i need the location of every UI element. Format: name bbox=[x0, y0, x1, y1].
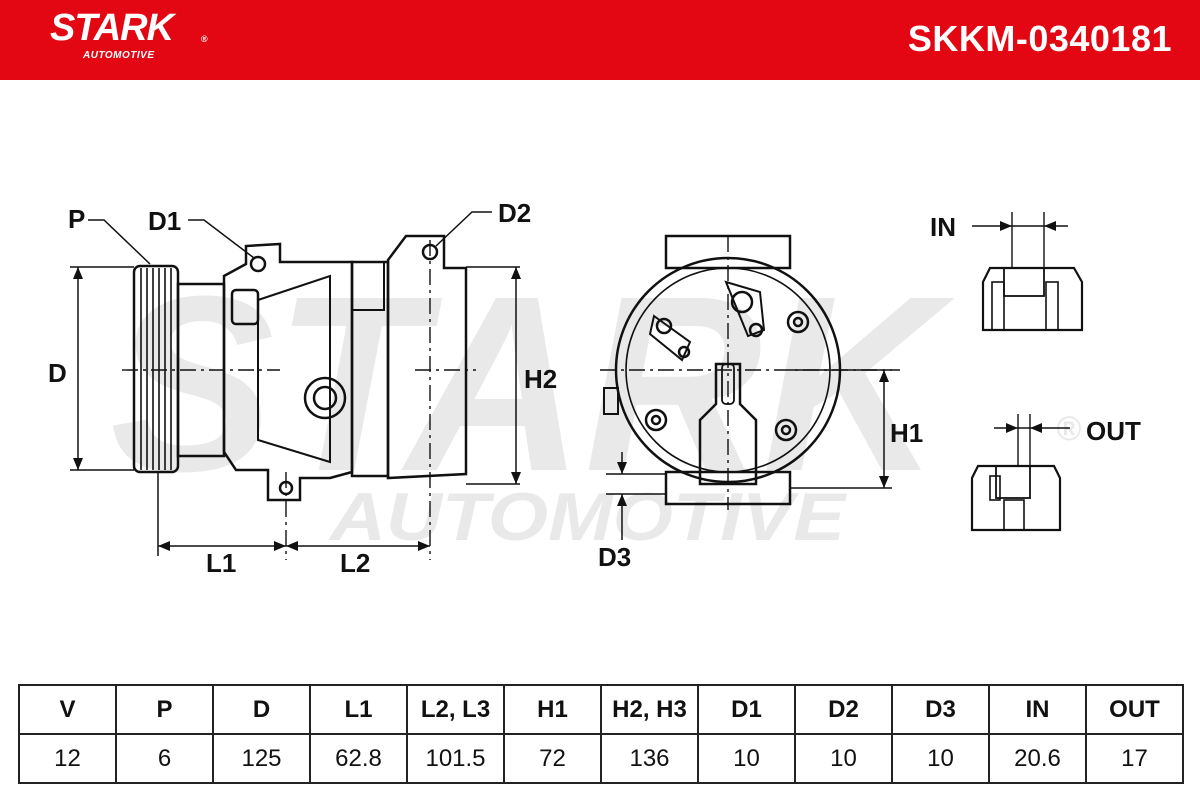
brand-subtitle: AUTOMOTIVE bbox=[83, 50, 155, 61]
front-center-lines bbox=[600, 236, 900, 510]
label-l2: L2 bbox=[340, 548, 370, 578]
spec-header-in: IN bbox=[988, 684, 1087, 735]
label-p: P bbox=[68, 204, 85, 234]
spec-value-in: 20.6 bbox=[988, 733, 1087, 784]
spec-table: V P D L1 L2, L3 H1 H2, H3 D1 D2 D3 IN OU… bbox=[18, 684, 1184, 784]
spec-header-l1: L1 bbox=[309, 684, 408, 735]
spec-header-v: V bbox=[18, 684, 117, 735]
dimension-labels: P D1 D2 D H2 H1 L1 L2 D3 IN OUT bbox=[48, 198, 1141, 578]
spec-header-l2-l3: L2, L3 bbox=[406, 684, 505, 735]
spec-header-d: D bbox=[212, 684, 311, 735]
center-port bbox=[698, 362, 758, 486]
brand-name: STARK bbox=[50, 7, 174, 49]
spec-value-h1: 72 bbox=[503, 733, 602, 784]
spec-header-d1: D1 bbox=[697, 684, 796, 735]
housing-panel bbox=[257, 274, 331, 464]
front-view-dimensions bbox=[606, 369, 892, 540]
electrical-connector bbox=[230, 288, 260, 326]
side-view-arrows bbox=[73, 267, 521, 551]
watermark-registered-mark: ® bbox=[1056, 410, 1082, 448]
label-d1: D1 bbox=[148, 206, 181, 236]
part-number: SKKM-0340181 bbox=[907, 18, 1172, 59]
spec-value-p: 6 bbox=[115, 733, 214, 784]
spec-value-l1: 62.8 bbox=[309, 733, 408, 784]
side-fitting bbox=[603, 387, 619, 415]
compressor-rear-housing bbox=[386, 234, 468, 480]
spec-value-d3: 10 bbox=[891, 733, 990, 784]
brand-logo: STARK ® AUTOMOTIVE bbox=[50, 7, 208, 61]
label-h2: H2 bbox=[524, 364, 557, 394]
spec-header-d3: D3 bbox=[891, 684, 990, 735]
spec-header-out: OUT bbox=[1085, 684, 1184, 735]
pulley-grooves bbox=[140, 268, 172, 470]
label-l1: L1 bbox=[206, 548, 236, 578]
spec-value-h2-h3: 136 bbox=[600, 733, 699, 784]
spec-value-d1: 10 bbox=[697, 733, 796, 784]
spec-header-row: V P D L1 L2, L3 H1 H2, H3 D1 D2 D3 IN OU… bbox=[18, 684, 1184, 735]
label-out: OUT bbox=[1086, 416, 1141, 446]
label-h1: H1 bbox=[890, 418, 923, 448]
technical-drawing: STARK AUTOMOTIVE ® bbox=[48, 198, 1141, 578]
watermark-subtext: AUTOMOTIVE bbox=[328, 479, 848, 555]
in-port-section bbox=[981, 266, 1084, 332]
spec-header-p: P bbox=[115, 684, 214, 735]
compressor-side-view bbox=[122, 234, 476, 560]
brand-registered-mark: ® bbox=[201, 34, 208, 44]
watermark: STARK AUTOMOTIVE ® bbox=[110, 244, 1082, 555]
spec-value-d: 125 bbox=[212, 733, 311, 784]
spec-value-l2-l3: 101.5 bbox=[406, 733, 505, 784]
label-d2: D2 bbox=[498, 198, 531, 228]
compressor-front-housing bbox=[222, 242, 354, 502]
spec-value-out: 17 bbox=[1085, 733, 1184, 784]
label-in: IN bbox=[930, 212, 956, 242]
spec-header-d2: D2 bbox=[794, 684, 893, 735]
spec-value-row: 12 6 125 62.8 101.5 72 136 10 10 10 20.6… bbox=[18, 733, 1184, 784]
spec-value-v: 12 bbox=[18, 733, 117, 784]
compressor-front-view bbox=[600, 234, 900, 540]
spec-header-h2-h3: H2, H3 bbox=[600, 684, 699, 735]
spec-value-d2: 10 bbox=[794, 733, 893, 784]
spec-header-h1: H1 bbox=[503, 684, 602, 735]
header-bar: STARK ® AUTOMOTIVE SKKM-0340181 bbox=[0, 0, 1200, 80]
port-details bbox=[970, 212, 1084, 532]
port-circle bbox=[303, 376, 347, 420]
mount-hole-d1 bbox=[249, 255, 267, 273]
label-d: D bbox=[48, 358, 67, 388]
label-d3: D3 bbox=[598, 542, 631, 572]
front-view-arrows bbox=[617, 370, 889, 506]
